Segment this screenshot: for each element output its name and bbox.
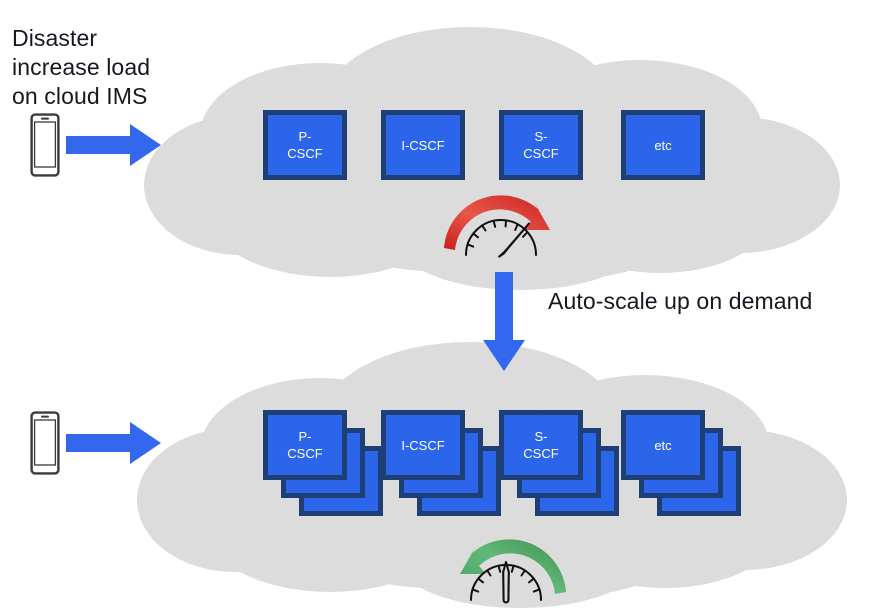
node-label: etc <box>654 137 672 153</box>
node-label: I-CSCF <box>401 437 445 453</box>
node-box-instance-1[interactable]: P- CSCF <box>263 410 347 480</box>
node-box-s-cscf-top[interactable]: S- CSCF <box>499 110 583 180</box>
load-gauge-normal-icon <box>460 539 566 604</box>
node-stack-p-cscf[interactable]: P- CSCF <box>263 410 383 516</box>
node-box-instance-1[interactable]: S- CSCF <box>499 410 583 480</box>
traffic-arrow-top <box>66 124 161 166</box>
node-label: S- CSCF <box>523 129 559 161</box>
node-stack-s-cscf[interactable]: S- CSCF <box>499 410 619 516</box>
caption-disaster-load: Disaster increase load on cloud IMS <box>12 25 151 109</box>
traffic-arrow-bottom <box>66 422 161 464</box>
node-box-instance-1[interactable]: I-CSCF <box>381 410 465 480</box>
node-label: P- CSCF <box>287 129 323 161</box>
node-box-p-cscf-top[interactable]: P- CSCF <box>263 110 347 180</box>
caption-auto-scale: Auto-scale up on demand <box>548 288 813 314</box>
node-box-instance-1[interactable]: etc <box>621 410 705 480</box>
node-label: P- CSCF <box>287 429 323 461</box>
node-label: S- CSCF <box>523 429 559 461</box>
node-label: etc <box>654 437 672 453</box>
node-box-i-cscf-top[interactable]: I-CSCF <box>381 110 465 180</box>
node-label: I-CSCF <box>401 137 445 153</box>
mobile-phone-bottom <box>30 411 60 475</box>
node-box-etc-top[interactable]: etc <box>621 110 705 180</box>
load-gauge-high-icon <box>444 195 550 258</box>
node-stack-etc[interactable]: etc <box>621 410 741 516</box>
scale-flow-arrow <box>483 272 525 371</box>
node-stack-i-cscf[interactable]: I-CSCF <box>381 410 501 516</box>
mobile-phone-top <box>30 113 60 177</box>
